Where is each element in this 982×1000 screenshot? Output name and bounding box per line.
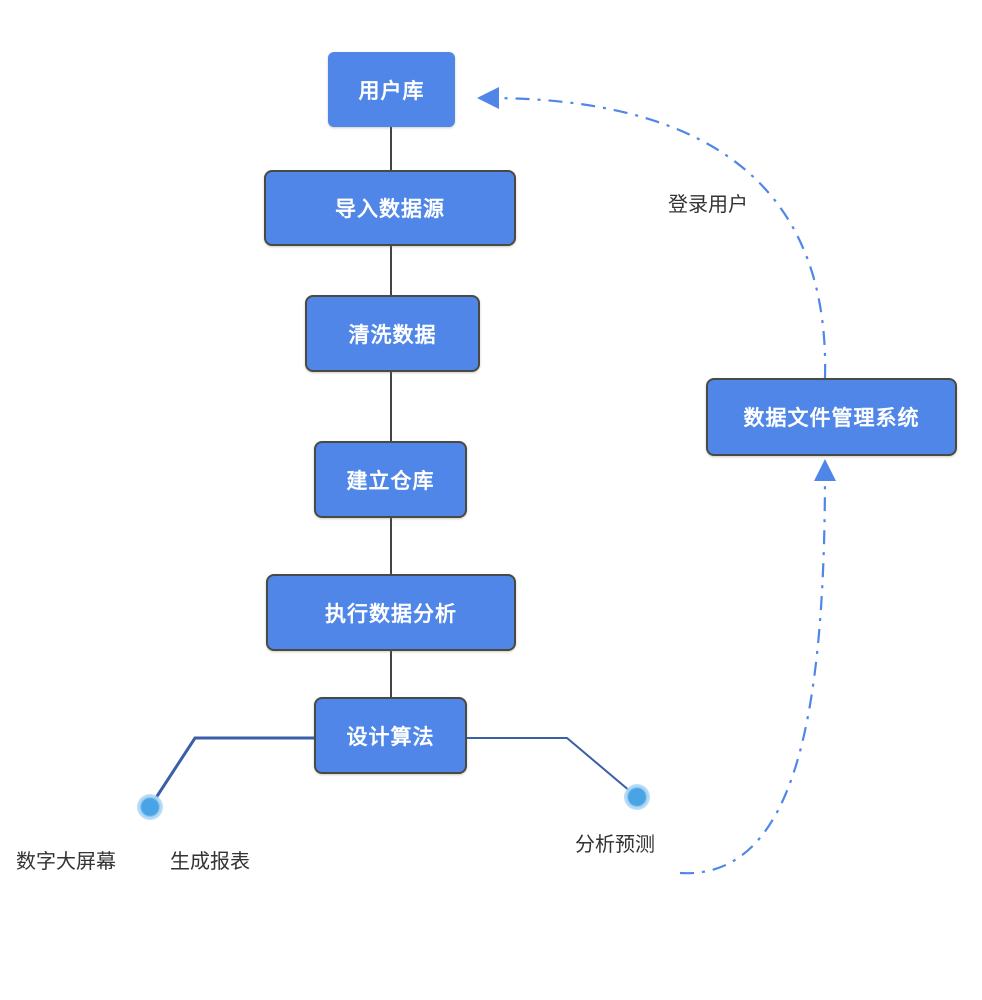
leaf-dot-right — [624, 784, 650, 810]
leaf-label-forecast: 分析预测 — [575, 832, 655, 856]
node-build-warehouse[interactable]: 建立仓库 — [314, 441, 467, 518]
dashdot-filesystem-to-userdb — [477, 87, 827, 379]
node-run-analysis[interactable]: 执行数据分析 — [266, 574, 516, 651]
node-file-management-system[interactable]: 数据文件管理系统 — [706, 378, 957, 456]
leaf-dot-left — [137, 794, 163, 820]
node-design-algorithm[interactable]: 设计算法 — [314, 697, 467, 774]
leaf-label-report: 生成报表 — [170, 849, 250, 873]
node-user-db[interactable]: 用户库 — [328, 52, 455, 127]
branch-right — [467, 737, 638, 798]
dashdot-forecast-to-filesystem — [679, 459, 836, 875]
branch-left — [148, 736, 314, 808]
leaf-label-big-screen: 数字大屏幕 — [16, 849, 116, 873]
node-import-data-source[interactable]: 导入数据源 — [264, 170, 516, 246]
node-clean-data[interactable]: 清洗数据 — [305, 295, 480, 372]
edge-label-login-user: 登录用户 — [668, 192, 748, 216]
